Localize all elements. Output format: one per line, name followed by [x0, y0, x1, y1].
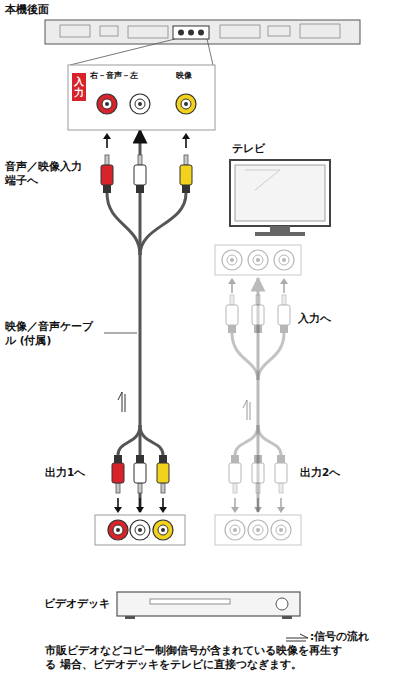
recorder-node: 本機後面	[3, 2, 363, 48]
recorder-body	[45, 20, 360, 65]
audio-pin-label: 右－音声－左	[90, 71, 138, 81]
vcr-node: ビデオデッキ	[40, 512, 308, 624]
input-panel-node: 入力右－音声－左 映像	[68, 65, 215, 130]
signal-flow-mark	[243, 400, 250, 420]
legend-sample	[286, 634, 308, 641]
signal-flow-mark	[118, 392, 125, 412]
callout-label: 出力1へ	[45, 466, 105, 480]
caption-note: 市販ビデオなどコピー制御信号が含まれている映像を再生する 場合、ビデオデッキをテ…	[45, 644, 350, 671]
video-pin-label: 映像	[176, 71, 192, 81]
tv-node: テレビ	[212, 140, 337, 278]
input-panel	[68, 65, 215, 130]
input-badge: 入力	[72, 73, 86, 101]
cable-plugs-top	[101, 133, 192, 255]
tv-input-panel	[215, 245, 301, 513]
legend-text: :信号の流れ	[310, 630, 369, 644]
device-label: 本機後面	[5, 3, 49, 16]
vcr-output-panel	[95, 515, 185, 545]
tv-set	[230, 160, 330, 236]
callout-label: 出力2へ	[300, 466, 360, 480]
callout-label: 映像／音声ケーブル (付属)	[5, 320, 101, 347]
vcr-body	[117, 592, 300, 619]
cable-plugs-bottom	[112, 425, 169, 513]
vcr-output-panel-2	[215, 515, 301, 545]
device-label: テレビ	[232, 142, 265, 155]
device-label: ビデオデッキ	[44, 597, 110, 610]
callout-label: 入力へ	[298, 312, 358, 326]
callout-label: 音声／映像入力 端子へ	[5, 160, 95, 187]
leader-line	[104, 333, 137, 334]
